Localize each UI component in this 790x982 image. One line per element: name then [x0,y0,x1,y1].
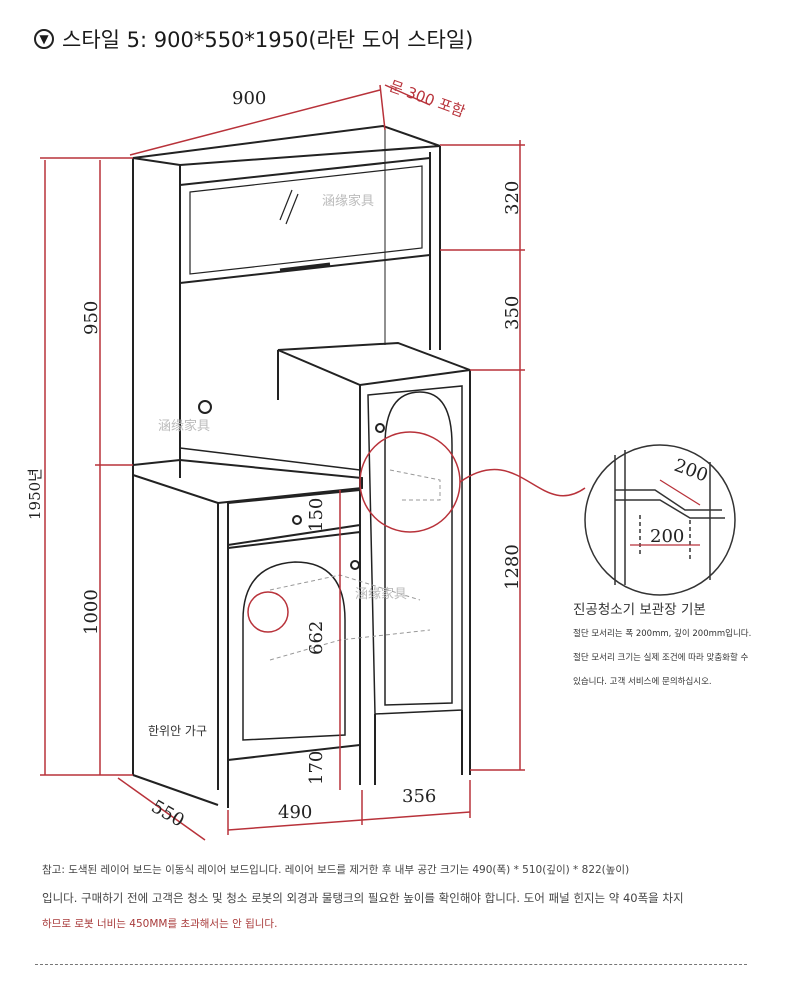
detail-line: 절단 모서리 크기는 실제 조건에 따라 맞춤화할 수 [573,653,749,663]
right-door-arch [384,391,453,706]
note-line-warning: 하므로 로봇 너비는 450MM를 초과해서는 안 됩니다. [42,918,278,930]
detail-inset [584,444,736,596]
dim-total-height: 1950년 [26,468,44,520]
dim-cut-depth: 200 [650,526,684,547]
dim-door-height: 662 [306,621,327,655]
dim-left-width: 490 [278,802,312,823]
watermark: 涵缘家具 [322,193,374,209]
detail-line: 있습니다. 고객 서비스에 문의하십시오. [573,677,712,687]
cutout-highlight-circle [247,591,289,633]
watermark: 涵缘家具 [158,418,210,434]
title-text: 스타일 5: 900*550*1950(라탄 도어 스타일) [62,28,474,52]
cabinet-drawing [132,124,471,808]
dim-upper-left: 950 [81,301,102,335]
right-top [277,341,471,387]
flip-door [179,156,431,285]
divider [35,964,747,965]
watermark: 涵缘家具 [355,586,407,602]
counter [132,458,363,505]
page-title: ▼ 스타일 5: 900*550*1950(라탄 도어 스타일) [34,24,473,54]
dim-middle-section: 350 [502,296,523,330]
note-line: 입니다. 구매하기 전에 고객은 청소 및 청소 로봇의 외경과 물탱크의 필요… [42,891,684,905]
brand-label: 한위안 가구 [148,724,207,738]
dim-width: 900 [232,88,266,109]
dim-right-lower: 1280 [502,544,523,590]
chevron-down-circle-icon: ▼ [34,29,54,49]
right-door [367,385,463,715]
dim-drawer: 150 [306,498,327,532]
note-line: 참고: 도색된 레이어 보드는 이동식 레이어 보드입니다. 레이어 보드를 제… [42,864,630,876]
dim-base: 170 [306,751,327,785]
detail-connector [459,468,586,497]
dim-depth: 550 [148,796,188,831]
dim-door-included: 문 300 포함 [387,77,468,121]
dim-right-width: 356 [402,786,436,807]
glass-panel [189,165,423,275]
left-door-arch [242,561,346,741]
dim-lower-left: 1000 [81,589,102,635]
top-slab [132,124,441,167]
detail-highlight-circle [359,431,461,533]
dim-top-section: 320 [502,181,523,215]
detail-title: 진공청소기 보관장 기본 [573,602,706,618]
detail-line: 절단 모서리는 폭 200mm, 깊이 200mm입니다. [573,629,752,639]
